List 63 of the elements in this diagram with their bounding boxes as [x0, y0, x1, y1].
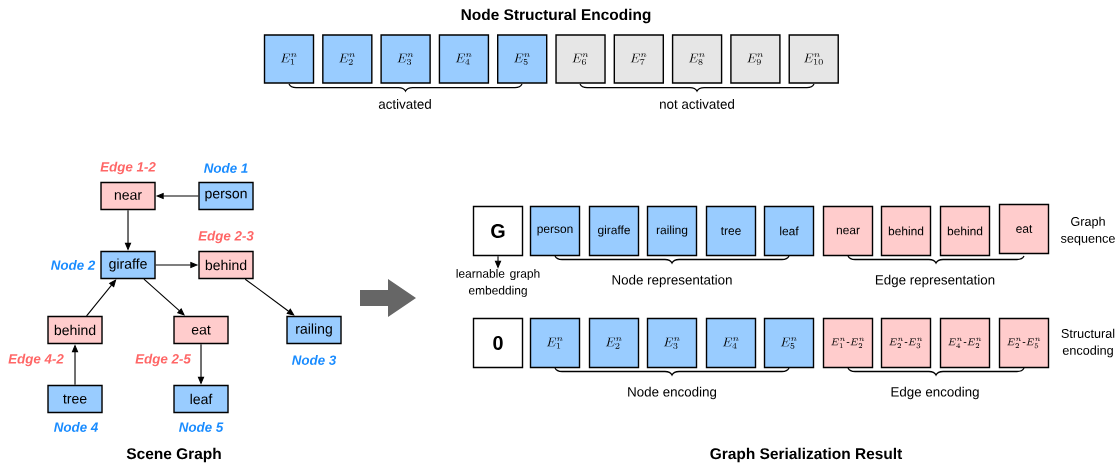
token-box: $E^{n}_{2}\mbox{-}E^{n}_{5}$: [998, 317, 1050, 369]
token-box: $E^{n}_{1}$: [529, 317, 581, 369]
token-box: eat: [998, 203, 1050, 255]
token-box: G: [472, 205, 524, 257]
token-box: leaf: [763, 205, 815, 257]
arrow: [143, 278, 185, 316]
relation-box: behind: [198, 250, 254, 280]
caption-text: learnable graph embedding: [456, 269, 540, 297]
node-caption: Edge 4-2: [8, 353, 64, 367]
node-caption: Node 4: [54, 422, 99, 432]
token-box: $E^{n}_{8}$: [671, 34, 723, 84]
token-box: $E^{n}_{4}$: [438, 34, 490, 84]
diagram-title: Node Structural Encoding: [461, 8, 651, 24]
group-label: Node encoding: [628, 386, 717, 400]
token-box: near: [822, 205, 874, 257]
token-box: $E^{n}_{4}\mbox{-}E^{n}_{2}$: [939, 317, 991, 369]
group-label: Edge representation: [875, 274, 995, 288]
arrow: [86, 279, 117, 317]
object-box: giraffe: [100, 250, 156, 280]
relation-box: eat: [173, 315, 229, 345]
token-box: tree: [705, 205, 757, 257]
token-box: $E^{n}_{5}$: [763, 317, 815, 369]
group-label: Graph sequence: [1060, 216, 1115, 246]
token-box: $E^{n}_{2}$: [322, 34, 373, 84]
arrow: [244, 278, 295, 316]
token-box: giraffe: [588, 205, 640, 257]
group-label: Structural encoding: [1061, 328, 1115, 358]
section-title: Scene Graph: [126, 447, 221, 463]
relation-box: near: [100, 181, 156, 211]
section-title: Graph Serialization Result: [710, 447, 903, 463]
group-label: not activated: [660, 99, 734, 109]
token-box: 0: [472, 317, 524, 369]
group-label: Node representation: [612, 274, 732, 288]
token-box: $E^{n}_{4}$: [705, 317, 757, 369]
node-caption: Node 3: [292, 355, 337, 365]
object-box: tree: [47, 384, 103, 414]
token-box: $E^{n}_{2}\mbox{-}E^{n}_{3}$: [880, 317, 932, 369]
node-caption: Edge 2-3: [198, 230, 254, 244]
object-box: leaf: [173, 384, 229, 414]
token-box: $E^{n}_{5}$: [497, 34, 548, 84]
node-caption: Edge 2-5: [135, 353, 191, 367]
token-box: railing: [646, 205, 698, 257]
node-caption: Node 5: [179, 422, 224, 432]
node-caption: Node 1: [204, 163, 248, 173]
node-caption: Edge 1-2: [100, 161, 156, 175]
token-box: $E^{n}_{2}$: [588, 317, 640, 369]
token-box: $E^{n}_{7}$: [613, 34, 664, 84]
relation-box: behind: [47, 315, 103, 345]
token-box: $E^{n}_{1}$: [263, 34, 315, 84]
token-box: $E^{n}_{3}$: [380, 34, 431, 84]
node-caption: Node 2: [51, 260, 96, 270]
object-box: person: [198, 181, 254, 211]
token-box: $E^{n}_{3}$: [646, 317, 698, 369]
token-box: $E^{n}_{1}\mbox{-}E^{n}_{2}$: [822, 317, 874, 369]
token-box: person: [529, 205, 581, 257]
token-box: $E^{n}_{9}$: [730, 34, 781, 84]
token-box: $E^{n}_{6}$: [555, 34, 606, 84]
group-label: Edge encoding: [891, 386, 979, 400]
token-box: behind: [880, 205, 932, 257]
group-label: activated: [378, 99, 431, 109]
token-box: behind: [939, 205, 991, 257]
object-box: railing: [286, 315, 342, 345]
token-box: $E^{n}_{10}$: [788, 34, 839, 84]
